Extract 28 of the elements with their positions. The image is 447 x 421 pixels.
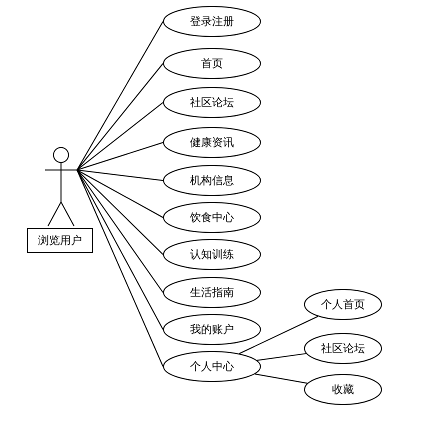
use-case-ellipse: 收藏 [304,374,382,405]
use-case-ellipse: 社区论坛 [163,87,261,118]
connector-line [76,21,164,170]
connector-line [254,374,308,384]
actor-figure [45,147,77,227]
use-case-ellipse: 首页 [163,48,261,79]
use-case-ellipse: 社区论坛 [304,333,382,364]
connector-line [76,170,164,255]
actor-label: 浏览用户 [27,228,93,253]
use-case-ellipse: 登录注册 [163,6,261,37]
connector-line [76,170,164,218]
connector-line [76,170,164,293]
connector-line [76,170,164,330]
connector-line [256,353,307,361]
use-case-ellipse: 个人中心 [163,351,261,382]
connector-line [238,316,318,354]
use-case-ellipse: 个人首页 [304,289,382,320]
connector-line [76,170,164,181]
use-case-ellipse: 健康资讯 [163,127,261,158]
connector-line [76,170,164,367]
use-case-ellipse: 生活指南 [163,277,261,308]
connector-line [76,63,164,170]
use-case-ellipse: 机构信息 [163,165,261,196]
connector-line [76,142,164,170]
use-case-ellipse: 饮食中心 [163,202,261,233]
use-case-ellipse: 认知训练 [163,239,261,270]
use-case-ellipse: 我的账户 [163,314,261,345]
connector-line [76,102,164,170]
